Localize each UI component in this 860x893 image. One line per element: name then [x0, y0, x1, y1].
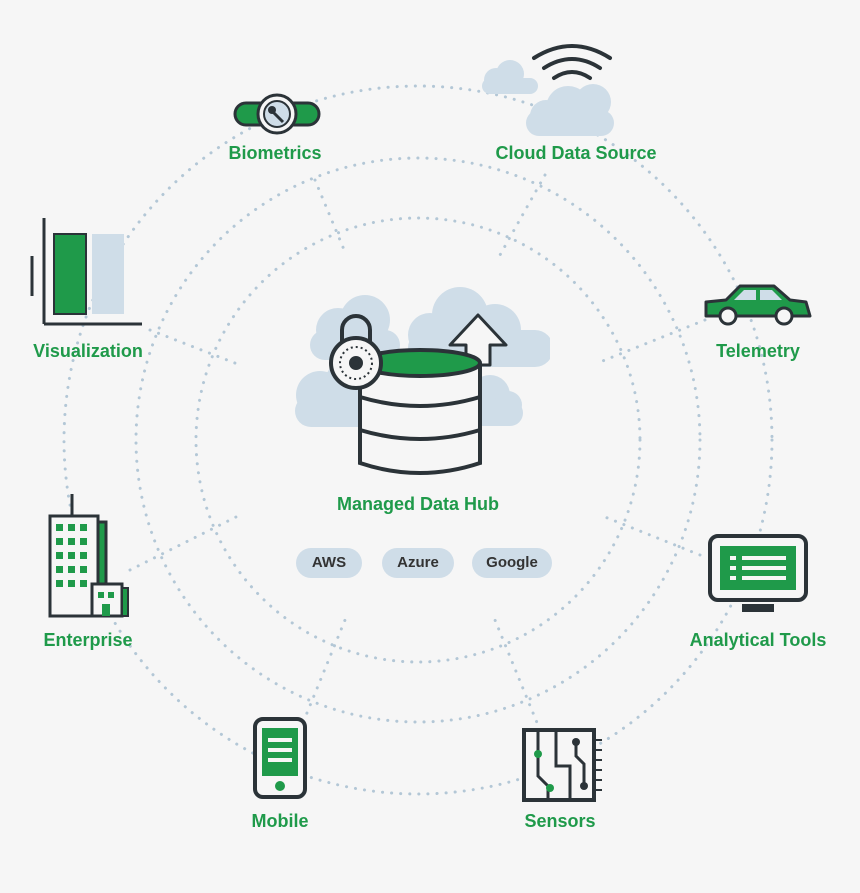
node-label-mobile: Mobile [251, 811, 309, 831]
provider-google: Google [472, 548, 552, 578]
provider-aws: AWS [296, 548, 362, 578]
node-label-analytics: Analytical Tools [689, 630, 827, 650]
node-label-visualization: Visualization [33, 341, 143, 361]
node-label-cloud: Cloud Data Source [495, 143, 657, 163]
hub-label: Managed Data Hub [336, 494, 500, 514]
database-cloud-icon [295, 287, 550, 475]
office-building-icon [48, 494, 129, 618]
node-label-biometrics: Biometrics [228, 143, 322, 163]
bar-chart-icon [30, 218, 142, 326]
circuit-chip-icon [522, 728, 602, 802]
car-icon [704, 284, 812, 326]
biometric-wristband-icon [233, 93, 321, 135]
smartphone-icon [253, 717, 307, 799]
node-label-enterprise: Enterprise [43, 630, 133, 650]
wireless-cloud-icon [482, 44, 614, 136]
monitor-icon [708, 534, 808, 612]
provider-azure: Azure [382, 548, 454, 578]
node-label-telemetry: Telemetry [716, 341, 800, 361]
node-label-sensors: Sensors [524, 811, 596, 831]
